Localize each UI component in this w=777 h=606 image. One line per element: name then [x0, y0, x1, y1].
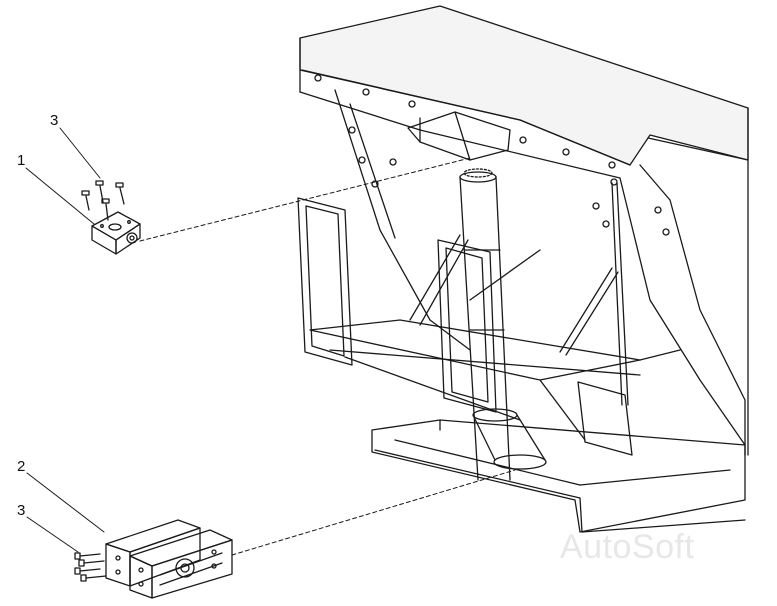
callout-label: 3 [50, 112, 59, 129]
leader-lines [25, 127, 105, 553]
assembly-guide-lines [139, 157, 516, 556]
callout-label: 1 [17, 152, 26, 169]
bolts-part-3-upper [81, 180, 125, 221]
callout-label: 2 [17, 458, 26, 475]
clamp-blocks-part-2 [105, 519, 233, 599]
pivot-mount-part-1 [91, 211, 141, 255]
cradle-frame [297, 197, 681, 456]
callout-label: 3 [17, 502, 26, 519]
dump-body [299, 5, 749, 456]
lift-cylinder [459, 168, 547, 481]
bolts-part-3-lower [74, 552, 107, 582]
watermark: AutoSoft [560, 528, 695, 566]
base-channel [371, 419, 746, 533]
